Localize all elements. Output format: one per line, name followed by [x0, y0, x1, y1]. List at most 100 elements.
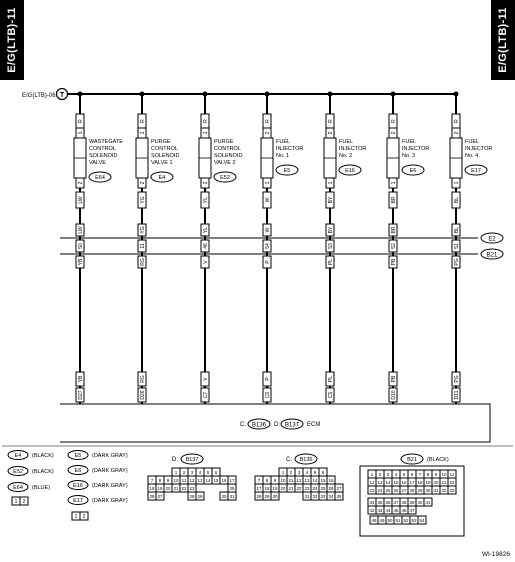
legend-c-oval	[294, 453, 318, 465]
legend-d-id: B137	[186, 457, 199, 463]
d-connector-grid-cell-label: 19	[157, 486, 163, 491]
component-pin-bottom	[451, 177, 461, 189]
d-connector-grid-cell-label: 26	[149, 494, 155, 499]
legend-connector-id: E6	[75, 468, 82, 474]
legend-connector-oval	[7, 450, 29, 460]
c-connector-grid-cell-label: 28	[256, 494, 262, 499]
bus-junction-dot	[77, 91, 83, 97]
legend-c-id: B136	[300, 457, 313, 463]
harness-upper-color-label: BL	[454, 227, 460, 233]
b21-connector-grid-cell-label: 32	[441, 488, 447, 493]
legend-small-pin-label: 2	[23, 499, 26, 505]
component-wire-color-box	[137, 191, 147, 209]
harness-pin-box	[451, 239, 461, 253]
ecm-wire-color-label: PL	[328, 376, 334, 382]
component-wire-color-box	[388, 191, 398, 209]
b21-connector-grid-cell-label: 36	[385, 500, 391, 505]
component-name-line: No. 3	[402, 153, 415, 159]
b21-connector-grid-cell-label: 41	[425, 500, 431, 505]
component-connector-label: E6	[410, 168, 417, 174]
harness-pin-box	[200, 239, 210, 253]
harness-lower-color-box	[137, 255, 147, 269]
component-pin-bottom-label: 1	[328, 181, 334, 184]
b21-connector-grid-cell-label: 15	[393, 480, 399, 485]
component-pin-top-label: 2	[454, 131, 460, 134]
legend-connector-oval	[67, 465, 89, 475]
b21-connector-grid-cell-label: 1	[371, 472, 374, 477]
component-pin-bottom-label: 2	[203, 181, 209, 184]
legend-c-prefix: C:	[286, 457, 292, 463]
figure-id: WI-19826	[482, 551, 511, 558]
b21-connector-grid-cell-label: 8	[427, 472, 430, 477]
d-connector-grid-cell-label: 16	[221, 478, 227, 483]
harness-lower-color-box	[262, 255, 272, 269]
harness-upper-color-label: YG	[140, 226, 146, 233]
c-connector-grid-cell-label: 10	[280, 478, 286, 483]
component-pin-top-color-label: R	[328, 119, 334, 123]
ecm-wire-color-box	[325, 371, 335, 387]
d-connector-grid-cell	[227, 491, 237, 501]
ecm-wire-color-label: RG	[140, 375, 146, 383]
ecm-wire-color-box	[262, 371, 272, 387]
legend-connector-desc: (DARK GRAY)	[92, 453, 128, 459]
legend-b21-id: B21	[407, 457, 417, 463]
section-tab-left: E/G(LTB)-11	[0, 0, 24, 80]
ecm-wire-color-label: P	[265, 377, 271, 381]
b21-connector-grid-cell-label: 35	[377, 500, 383, 505]
harness-upper-color-box	[137, 223, 147, 237]
ecm-pin-box	[451, 387, 461, 403]
b21-connector-grid-cell-label: 28	[409, 488, 415, 493]
component-name-line: No. 4	[465, 153, 478, 159]
component-pin-top-label: 2	[391, 131, 397, 134]
ecm-pin-box	[262, 387, 272, 403]
c-connector-grid-cell-label: 9	[274, 478, 277, 483]
b21-connector-grid-cell-label: 48	[371, 518, 377, 523]
legend-connector-desc: (DARK GRAY)	[92, 483, 128, 489]
harness-connector-b21-label: B21	[487, 253, 498, 259]
legend-small-pin-label: 1	[15, 499, 18, 505]
b21-connector-grid-cell-label: 51	[395, 518, 401, 523]
b21-connector-grid-cell-label: 3	[387, 472, 390, 477]
harness-pin-box	[325, 239, 335, 253]
b21-connector-grid-cell-label: 40	[417, 500, 423, 505]
harness-lower-color-label: PG	[454, 258, 460, 265]
c-connector-grid-cell-label: 4	[306, 470, 309, 475]
legend-connector-id: E52	[13, 469, 23, 475]
legend-connector-id: E17	[73, 498, 83, 504]
ecm-wire-color-box	[388, 371, 398, 387]
b21-connector-grid-cell-label: 6	[411, 472, 414, 477]
d-connector-grid-cell-label: 25	[229, 486, 235, 491]
component-pin-top-label: 1	[140, 131, 146, 134]
component-connector-oval	[401, 164, 425, 176]
b21-connector-grid-cell-label: 34	[369, 500, 375, 505]
component-pin-bottom-label: 2	[140, 181, 146, 184]
b21-connector-grid-cell-label: 10	[441, 472, 447, 477]
c-connector-grid-cell-label: 7	[258, 478, 261, 483]
ecm-d-prefix: D:	[274, 422, 280, 428]
b21-connector-grid-cell	[423, 497, 433, 507]
component-name-line: FUEL	[465, 139, 479, 145]
ecm-wire-color-box	[451, 371, 461, 387]
b21-connector-grid-cell-label: 21	[441, 480, 447, 485]
harness-lower-color-label: PB	[391, 258, 397, 265]
ecm-box	[60, 403, 491, 443]
c-connector-grid-cell	[334, 491, 344, 501]
component-connector-oval	[150, 171, 174, 183]
harness-lower-color-box	[75, 255, 85, 269]
harness-upper-color-box	[451, 223, 461, 237]
c-connector-grid-cell-label: 23	[304, 486, 310, 491]
component-wire-color-box	[262, 191, 272, 209]
d-connector-grid-cell-label: 15	[213, 478, 219, 483]
d-connector-grid-cell-label: 18	[149, 486, 155, 491]
harness-upper-color-box	[75, 223, 85, 237]
legend-connector-id: E64	[13, 485, 23, 491]
c-connector-grid-cell-label: 5	[314, 470, 317, 475]
legend-connector-oval	[7, 466, 29, 476]
b21-connector-grid-cell-label: 14	[385, 480, 391, 485]
bus-junction-dot	[202, 91, 208, 97]
b21-connector-grid-cell-label: 37	[393, 500, 399, 505]
component-wire-color-box	[451, 191, 461, 209]
legend-connector-id: E16	[73, 483, 83, 489]
c-connector-grid-cell-label: 32	[312, 494, 318, 499]
harness-upper-color-label: BY	[328, 226, 334, 233]
